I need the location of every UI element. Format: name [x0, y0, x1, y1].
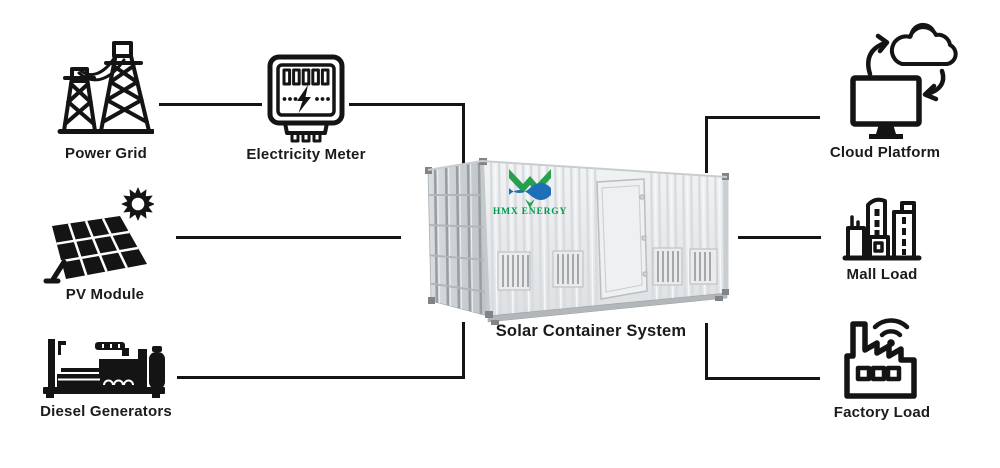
- power-grid-label: Power Grid: [64, 145, 148, 162]
- solar-container-image: HMX ENERGY: [425, 158, 729, 325]
- solar-panel-sun-icon: [43, 187, 154, 284]
- cloud-platform-label: Cloud Platform: [829, 144, 941, 161]
- factory-load-label: Factory Load: [833, 404, 931, 421]
- line-corner-to-cloud: [705, 116, 820, 119]
- line-pv-to-container: [176, 236, 401, 239]
- electricity-meter-label: Electricity Meter: [246, 146, 366, 163]
- sync-arrows-icon: [866, 33, 946, 102]
- line-container-to-mall: [738, 236, 821, 239]
- city-buildings-icon: [842, 197, 922, 261]
- monitor-cloud-sync-icon: [850, 22, 958, 139]
- monitor-icon: [850, 75, 922, 139]
- smart-factory-wifi-icon: [844, 318, 917, 399]
- line-container-down-factory: [705, 323, 708, 380]
- electricity-meter-icon: [267, 54, 345, 143]
- line-diesel-corner-up: [462, 322, 465, 379]
- diagram-title: Solar Container System: [495, 322, 687, 340]
- diesel-generator-icon: [43, 339, 165, 398]
- mall-load-label: Mall Load: [846, 266, 918, 283]
- cloud-icon: [889, 22, 958, 66]
- line-meter-to-corner: [349, 103, 465, 106]
- line-diesel-to-corner: [177, 376, 465, 379]
- container-door: [596, 178, 648, 300]
- container-vents: [497, 247, 718, 291]
- lightning-bolt-glyph: [297, 85, 311, 113]
- brand-text: HMX ENERGY: [493, 207, 567, 217]
- diesel-generators-label: Diesel Generators: [40, 403, 172, 420]
- pv-module-label: PV Module: [65, 286, 145, 303]
- sun-icon: [121, 187, 154, 221]
- hmx-energy-logo: HMX ENERGY: [493, 169, 567, 217]
- line-container-up-cloud: [705, 116, 708, 173]
- line-grid-to-meter: [159, 103, 262, 106]
- line-meter-corner-down: [462, 103, 465, 164]
- wifi-icon: [872, 318, 910, 347]
- solar-panel: [43, 216, 147, 284]
- transmission-towers-icon: [57, 41, 154, 134]
- line-corner-to-factory: [705, 377, 820, 380]
